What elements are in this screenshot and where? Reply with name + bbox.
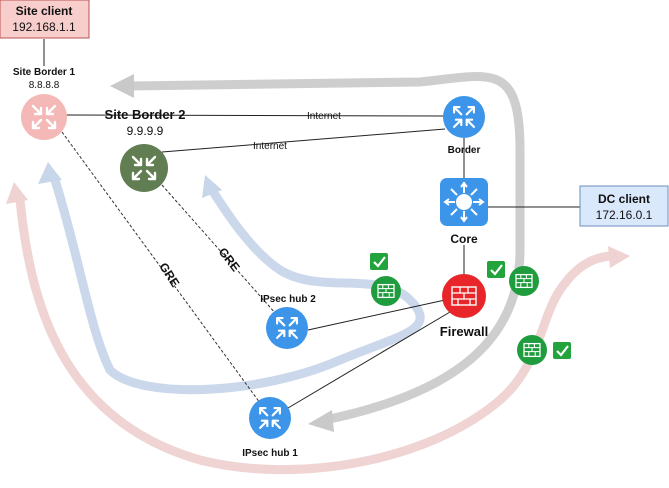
link-label-internet-2: Internet (253, 141, 287, 152)
flow-arrowhead-pink-left (6, 182, 28, 204)
flow-arrow-blue (50, 175, 425, 395)
core-title: Core (450, 232, 478, 246)
site-client-ip: 192.168.1.1 (12, 20, 76, 34)
tunnel-gre-border1-hub1 (61, 131, 261, 404)
flow-arrow-pink (15, 195, 615, 475)
link-label-gre-1: GRE (156, 260, 182, 289)
flow-arrow-grey (125, 72, 525, 425)
site-border-1-router[interactable] (21, 94, 67, 140)
dc-client-ip: 172.16.0.1 (596, 208, 653, 222)
link-label-internet-1: Internet (307, 111, 341, 122)
site-client-title: Site client (16, 4, 73, 18)
link-firewall-hub2 (307, 299, 446, 331)
site-border-1-ip: 8.8.8.8 (29, 80, 60, 91)
site-border-2-router[interactable] (120, 144, 168, 192)
dc-client-node[interactable]: DC client 172.16.0.1 (579, 185, 669, 227)
core-switch[interactable] (440, 178, 488, 226)
flow-arrowhead-blue-right (202, 175, 222, 198)
dc-client-title: DC client (598, 192, 650, 206)
tunnel-gre-border2-hub2 (161, 184, 277, 315)
ips-node-3[interactable] (517, 335, 547, 365)
link-label-gre-2: GRE (216, 245, 243, 274)
site-client-node[interactable]: Site client 192.168.1.1 (0, 0, 90, 39)
switch-icon (443, 181, 485, 223)
ipsec-hub-2-title: IPsec hub 2 (260, 294, 316, 305)
firewall-node[interactable] (442, 274, 486, 318)
ipsec-hub-1-router[interactable] (249, 397, 291, 439)
ipsec-hub-1-title: IPsec hub 1 (242, 448, 298, 459)
flow-arrowhead-pink-right (608, 246, 630, 268)
site-border-2-ip: 9.9.9.9 (127, 124, 164, 138)
flow-arrowhead-grey-left (110, 74, 134, 98)
ipsec-hub-2-router[interactable] (266, 307, 308, 349)
ips-node-1[interactable] (371, 276, 401, 306)
border-router[interactable] (443, 96, 485, 138)
ips-node-2[interactable] (509, 266, 539, 296)
flow-arrowhead-blue-left (38, 162, 62, 184)
flow-arrowhead-grey-bottom (308, 410, 334, 432)
firewall-icon (451, 286, 477, 306)
link-firewall-hub1 (287, 311, 451, 409)
checkmark-icon-3 (553, 342, 571, 359)
site-border-1-title: Site Border 1 (13, 67, 76, 78)
firewall-title: Firewall (440, 324, 488, 339)
checkmark-icon-2 (487, 261, 505, 278)
link-border1-border (61, 114, 449, 117)
border-title: Border (448, 145, 481, 156)
link-border2-border (161, 128, 446, 153)
site-border-2-title: Site Border 2 (105, 107, 186, 122)
checkmark-icon-1 (370, 253, 388, 270)
